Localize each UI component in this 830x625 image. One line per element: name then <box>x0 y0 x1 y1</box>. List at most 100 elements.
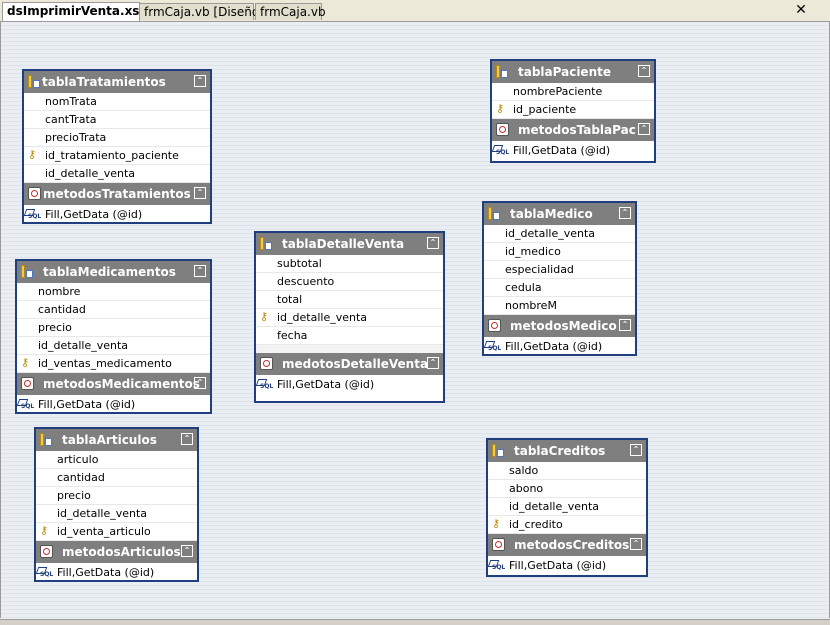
column-row[interactable]: id_detalle_venta <box>484 225 635 243</box>
collapse-icon[interactable]: ⌃ <box>427 237 439 249</box>
primary-key-icon: ⚷ <box>260 310 269 323</box>
collapse-icon[interactable]: ⌃ <box>427 357 439 369</box>
collapse-icon[interactable]: ⌃ <box>638 65 650 77</box>
column-row[interactable]: id_detalle_venta <box>36 505 197 523</box>
datatable-header[interactable]: tablaCreditos ⌃ <box>488 440 646 462</box>
tableadapter-header[interactable]: metodosTratamientos ⌃ <box>24 183 210 205</box>
column-row[interactable]: especialidad <box>484 261 635 279</box>
column-row[interactable]: cantTrata <box>24 111 210 129</box>
datatable-header[interactable]: tablaMedicamentos ⌃ <box>17 261 210 283</box>
column-name: id_tratamiento_paciente <box>45 149 179 162</box>
collapse-icon[interactable]: ⌃ <box>194 75 206 87</box>
column-row[interactable]: id_medico <box>484 243 635 261</box>
tab-frmcaja-designer[interactable]: frmCaja.vb [Diseño] <box>139 3 264 20</box>
column-row[interactable]: ⚷id_credito <box>488 516 646 534</box>
query-row[interactable]: SQL Fill,GetData (@id) <box>491 141 654 161</box>
datatable-tablaarticulos[interactable]: tablaArticulos ⌃ articulo cantidad preci… <box>34 427 199 582</box>
column-row[interactable]: id_detalle_venta <box>24 165 210 183</box>
datatable-header[interactable]: tablaMedico ⌃ <box>484 203 635 225</box>
column-row[interactable]: cantidad <box>17 301 210 319</box>
collapse-icon[interactable]: ⌃ <box>194 265 206 277</box>
query-row[interactable]: SQL Fill,GetData (@id) <box>487 556 646 576</box>
query-text: Fill,GetData (@id) <box>38 398 136 411</box>
tab-frmcaja-vb[interactable]: frmCaja.vb <box>255 3 326 20</box>
query-text: Fill,GetData (@id) <box>513 144 611 157</box>
primary-key-icon: ⚷ <box>28 148 37 161</box>
collapse-icon[interactable]: ⌃ <box>181 545 193 557</box>
close-icon[interactable]: ✕ <box>795 2 807 18</box>
column-name: especialidad <box>505 263 574 276</box>
query-row[interactable]: SQL Fill,GetData (@id) <box>16 395 210 415</box>
datatable-header[interactable]: tablaArticulos ⌃ <box>36 429 197 451</box>
column-row[interactable]: nombre <box>17 283 210 301</box>
collapse-icon[interactable]: ⌃ <box>619 207 631 219</box>
datatable-title: tablaDetalleVenta <box>282 237 405 251</box>
collapse-icon[interactable]: ⌃ <box>630 538 642 550</box>
column-row[interactable]: precio <box>17 319 210 337</box>
query-row[interactable]: SQL Fill,GetData (@id) <box>35 563 197 583</box>
tableadapter-icon <box>492 538 505 551</box>
datatable-header[interactable]: tablaTratamientos ⌃ <box>24 71 210 93</box>
collapse-icon[interactable]: ⌃ <box>619 319 631 331</box>
column-row[interactable]: descuento <box>256 273 443 291</box>
sql-query-icon: SQL <box>23 209 41 221</box>
column-row[interactable]: ⚷id_detalle_venta <box>256 309 443 327</box>
datatable-title: tablaTratamientos <box>42 75 166 89</box>
tableadapter-header[interactable]: metodosArticulos ⌃ <box>36 541 197 563</box>
datatable-header[interactable]: tablaDetalleVenta ⌃ <box>256 233 443 255</box>
column-row[interactable]: nombrePaciente <box>492 83 654 101</box>
column-row[interactable]: abono <box>488 480 646 498</box>
datatable-tablamedico[interactable]: tablaMedico ⌃ id_detalle_venta id_medico… <box>482 201 637 356</box>
tableadapter-title: metodosTablaPac <box>518 123 636 137</box>
column-row[interactable]: id_detalle_venta <box>17 337 210 355</box>
datatable-header[interactable]: tablaPaciente ⌃ <box>492 61 654 83</box>
collapse-icon[interactable]: ⌃ <box>181 433 193 445</box>
column-row[interactable]: total <box>256 291 443 309</box>
collapse-icon[interactable]: ⌃ <box>638 123 650 135</box>
tableadapter-header[interactable]: metodosMedicamentos ⌃ <box>17 373 210 395</box>
tableadapter-header[interactable]: metodosCreditos ⌃ <box>488 534 646 556</box>
column-row[interactable]: id_detalle_venta <box>488 498 646 516</box>
tableadapter-header[interactable]: medotosDetalleVenta ⌃ <box>256 353 443 375</box>
query-text: Fill,GetData (@id) <box>277 378 375 391</box>
datatable-tablacreditos[interactable]: tablaCreditos ⌃ saldo abono id_detalle_v… <box>486 438 648 577</box>
column-row[interactable]: fecha <box>256 327 443 345</box>
column-name: id_detalle_venta <box>509 500 600 513</box>
tableadapter-icon <box>28 187 41 200</box>
collapse-icon[interactable]: ⌃ <box>194 377 206 389</box>
column-row[interactable]: ⚷ id_tratamiento_paciente <box>24 147 210 165</box>
collapse-icon[interactable]: ⌃ <box>194 187 206 199</box>
query-row[interactable]: SQL Fill,GetData (@id) <box>23 205 210 225</box>
datatable-icon <box>496 65 508 78</box>
column-row[interactable]: ⚷id_ventas_medicamento <box>17 355 210 373</box>
column-row[interactable]: precio <box>36 487 197 505</box>
primary-key-icon: ⚷ <box>21 356 30 369</box>
collapse-icon[interactable]: ⌃ <box>630 444 642 456</box>
column-row[interactable]: ⚷id_paciente <box>492 101 654 119</box>
datatable-tablatratamientos[interactable]: tablaTratamientos ⌃ nomTrata cantTrata p… <box>22 69 212 224</box>
tab-dsimprimirventa-xsd[interactable]: dsImprimirVenta.xsd <box>2 2 148 21</box>
column-row[interactable]: articulo <box>36 451 197 469</box>
column-row[interactable]: ⚷id_venta_articulo <box>36 523 197 541</box>
column-name: id_credito <box>509 518 563 531</box>
bottom-scroll-strip <box>0 619 830 625</box>
column-row[interactable]: cantidad <box>36 469 197 487</box>
tableadapter-header[interactable]: metodosTablaPac ⌃ <box>492 119 654 141</box>
datatable-tabladetalleventa[interactable]: tablaDetalleVenta ⌃ subtotal descuento t… <box>254 231 445 403</box>
column-row[interactable]: nomTrata <box>24 93 210 111</box>
column-row[interactable]: saldo <box>488 462 646 480</box>
column-row[interactable]: subtotal <box>256 255 443 273</box>
spacer <box>256 345 443 353</box>
query-row[interactable]: SQL Fill,GetData (@id) <box>483 337 635 357</box>
column-name: total <box>277 293 303 306</box>
column-name: nombre <box>38 285 81 298</box>
query-row[interactable]: SQL Fill,GetData (@id) <box>255 375 443 395</box>
tableadapter-header[interactable]: metodosMedico ⌃ <box>484 315 635 337</box>
datatable-tablamedicamentos[interactable]: tablaMedicamentos ⌃ nombre cantidad prec… <box>15 259 212 414</box>
column-row[interactable]: precioTrata <box>24 129 210 147</box>
column-row[interactable]: nombreM <box>484 297 635 315</box>
datatable-icon <box>260 237 272 250</box>
datatable-tablapaciente[interactable]: tablaPaciente ⌃ nombrePaciente ⚷id_pacie… <box>490 59 656 163</box>
column-row[interactable]: cedula <box>484 279 635 297</box>
column-name: id_detalle_venta <box>38 339 129 352</box>
